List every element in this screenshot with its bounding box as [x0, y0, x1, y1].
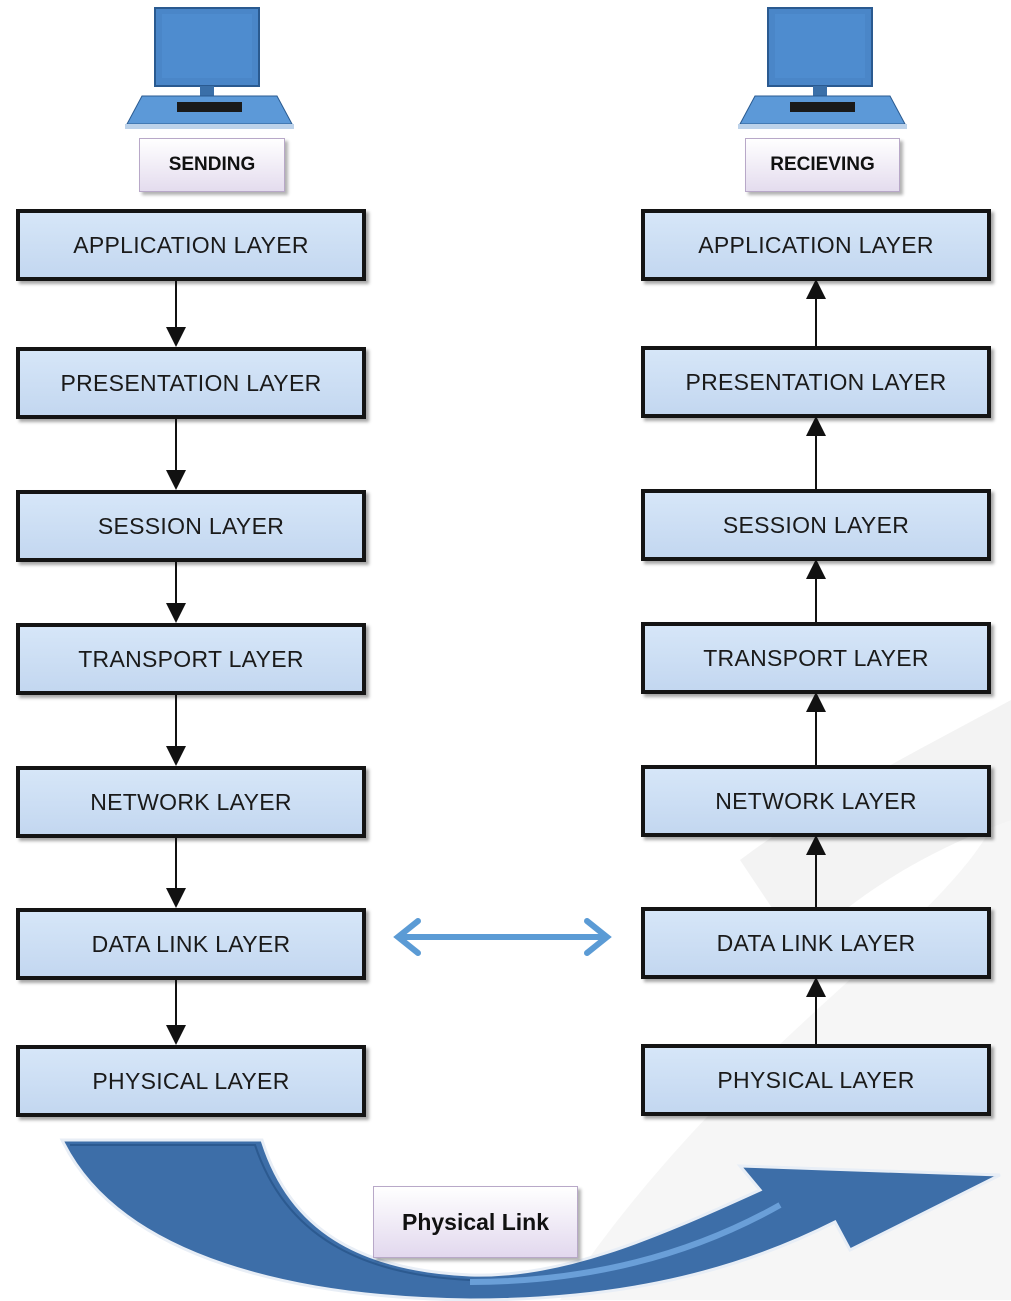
computer-icon: [125, 7, 294, 129]
receiving-session-layer: SESSION LAYER: [641, 489, 991, 561]
receiving-network-layer: NETWORK LAYER: [641, 765, 991, 837]
data-link-double-arrow: [393, 918, 612, 956]
physical-link-swoosh: [59, 1138, 1001, 1301]
sending-transport-layer: TRANSPORT LAYER: [16, 623, 366, 695]
sending-application-layer: APPLICATION LAYER: [16, 209, 366, 281]
computer-icon: [738, 7, 907, 129]
sending-data-link-layer: DATA LINK LAYER: [16, 908, 366, 980]
receiving-physical-layer: PHYSICAL LAYER: [641, 1044, 991, 1116]
receiving-data-link-layer: DATA LINK LAYER: [641, 907, 991, 979]
sending-network-layer: NETWORK LAYER: [16, 766, 366, 838]
sending-label: SENDING: [139, 138, 285, 192]
physical-link-label: Physical Link: [373, 1186, 578, 1258]
sending-presentation-layer: PRESENTATION LAYER: [16, 347, 366, 419]
sending-session-layer: SESSION LAYER: [16, 490, 366, 562]
receiving-label: RECIEVING: [745, 138, 900, 192]
sending-physical-layer: PHYSICAL LAYER: [16, 1045, 366, 1117]
